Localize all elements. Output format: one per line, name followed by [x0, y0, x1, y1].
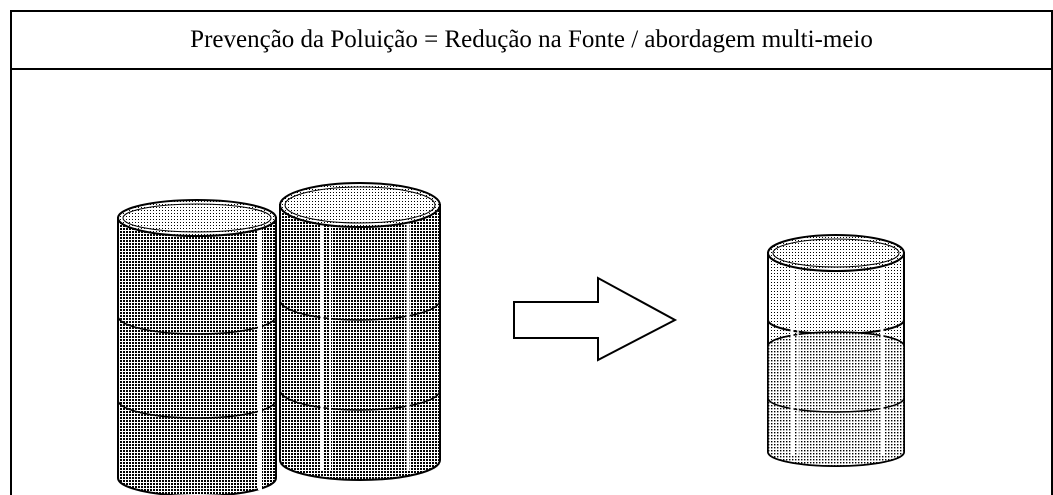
diagram-frame: Prevenção da Poluição = Redução na Fonte…	[10, 10, 1053, 495]
diagram-title: Prevenção da Poluição = Redução na Fonte…	[190, 26, 873, 53]
small-cylinder-icon	[767, 234, 905, 467]
tall-cylinder-icon	[117, 199, 277, 495]
title-bar: Prevenção da Poluição = Redução na Fonte…	[12, 12, 1051, 70]
tall-cylinder-icon	[279, 182, 441, 481]
right-arrow-icon	[513, 276, 678, 362]
